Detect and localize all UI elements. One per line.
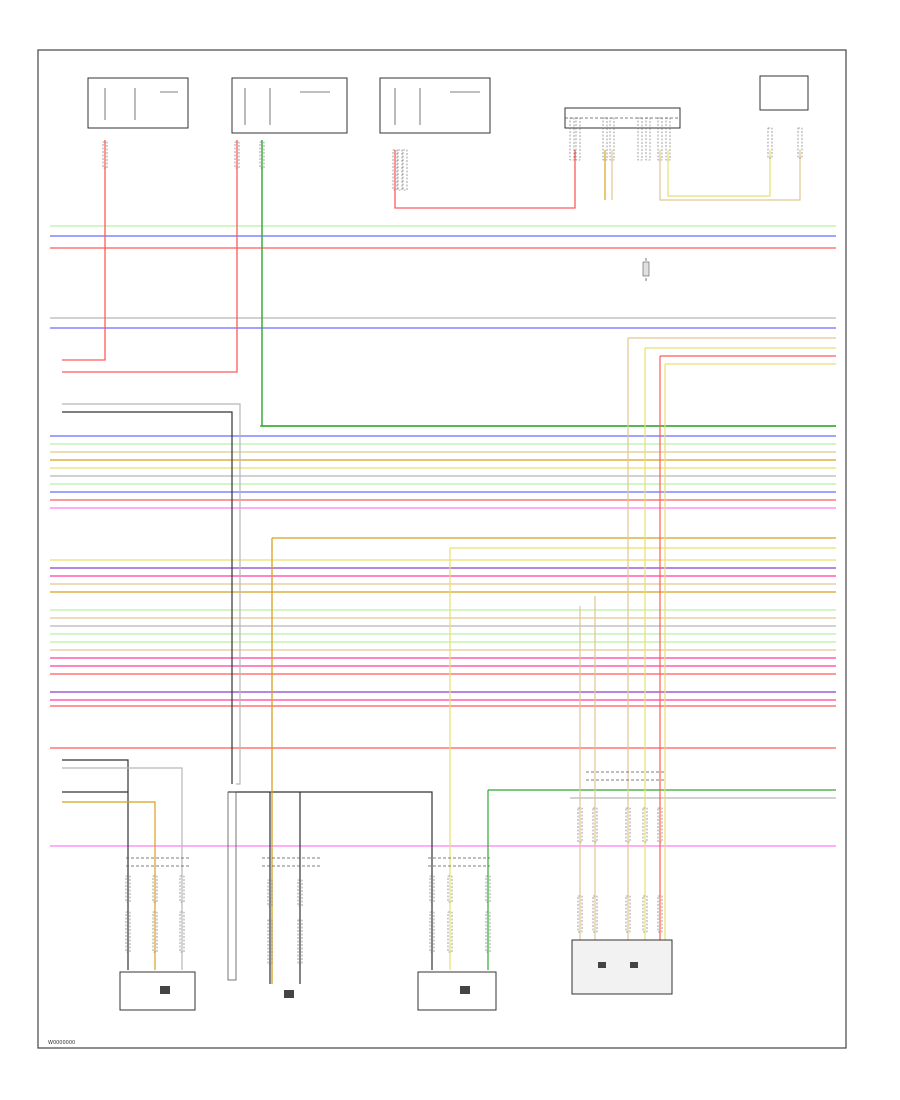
connector-tick — [657, 895, 663, 933]
relay-module — [759, 75, 809, 111]
connector-tick — [267, 919, 273, 965]
connector-tick — [259, 141, 265, 169]
connector-tick — [429, 875, 435, 903]
connector-tick — [625, 895, 631, 933]
fuse-box-3 — [379, 77, 491, 134]
diagram-code: W0000000 — [48, 1040, 75, 1046]
connector-tick — [592, 807, 598, 843]
feed-red-2 — [62, 140, 238, 373]
connector-tick — [392, 149, 398, 191]
connector-tick — [609, 117, 615, 161]
connector-tick — [125, 875, 131, 903]
connector-tick — [637, 117, 643, 161]
diagram-frame — [37, 49, 847, 1049]
component-3 — [417, 857, 497, 1011]
junction-block — [564, 107, 681, 129]
connector-tick — [569, 117, 575, 161]
feed-tan-2 — [659, 150, 801, 201]
connector-tick — [577, 895, 583, 933]
connector-tick — [642, 895, 648, 933]
vertical-wires — [62, 140, 836, 984]
connector-tick — [665, 117, 671, 161]
connector-tick — [402, 149, 408, 191]
connector-tick — [297, 879, 303, 907]
fuse-box-2 — [231, 77, 348, 134]
connector-tick — [485, 911, 491, 953]
connector-tick — [625, 807, 631, 843]
connector-tick — [267, 879, 273, 907]
connector-tick — [797, 127, 803, 159]
connector-tick — [447, 911, 453, 953]
feed-black-2 — [62, 759, 129, 970]
connector-tick — [397, 149, 403, 191]
connector-tick — [657, 117, 663, 161]
connector-tick — [179, 875, 185, 903]
feed-red-3 — [394, 150, 576, 209]
connector-ticks — [102, 117, 803, 965]
connector-tick — [657, 807, 663, 843]
feed-red-1 — [62, 140, 106, 361]
connector-tick — [447, 875, 453, 903]
connector-tick — [485, 875, 491, 903]
feed-yellow-1 — [667, 150, 771, 197]
connector-tick — [297, 919, 303, 965]
fuse-box-1 — [87, 77, 189, 129]
feed-black-4 — [228, 791, 433, 970]
connector-tick — [179, 911, 185, 953]
feed-gray-2 — [62, 767, 183, 970]
connector-tick — [592, 895, 598, 933]
connector-tick — [234, 141, 240, 169]
connector-tick — [152, 911, 158, 953]
ground-symbol — [642, 258, 650, 282]
connector-tick — [429, 911, 435, 953]
connector-tick — [125, 911, 131, 953]
component-1 — [119, 857, 196, 1011]
connector-tick — [152, 875, 158, 903]
horizontal-wires — [50, 225, 836, 847]
component-2 — [227, 791, 322, 998]
feed-orange-2 — [62, 801, 156, 970]
feed-black-1 — [62, 411, 233, 784]
connector-tick — [642, 807, 648, 843]
connector-tick — [645, 117, 651, 161]
component-4 — [571, 771, 673, 995]
feed-gray-1 — [62, 403, 241, 785]
connector-tick — [102, 141, 108, 169]
connector-tick — [602, 117, 608, 161]
connector-tick — [577, 807, 583, 843]
feed-green — [261, 140, 836, 427]
connector-tick — [767, 127, 773, 159]
connector-tick — [575, 117, 581, 161]
